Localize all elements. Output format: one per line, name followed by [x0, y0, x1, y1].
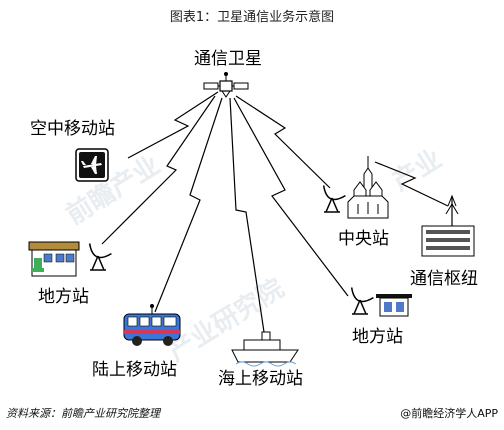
dish-icon [88, 243, 112, 271]
sea-station-label: 海上移动站 [218, 369, 303, 389]
ground-station-right-label: 地方站 [352, 327, 403, 347]
bus-icon [123, 304, 181, 346]
ground-station-left-label: 地方站 [38, 287, 89, 307]
figure-title: 图表1：卫星通信业务示意图 [169, 10, 335, 25]
building-with-antenna-icon [421, 194, 475, 257]
links [101, 91, 449, 333]
air-station-label: 空中移动站 [30, 119, 115, 139]
link-central-hub [374, 161, 449, 207]
satellite-label: 通信卫星 [194, 49, 262, 69]
house-with-dish-icon [28, 241, 80, 277]
link-land [154, 97, 223, 313]
link-central [235, 95, 331, 189]
brand-credit: @前瞻经济学人APP [400, 407, 498, 420]
land-station-label: 陆上移动站 [92, 360, 177, 380]
ship-icon [231, 331, 299, 367]
link-ground-left [101, 95, 216, 245]
cathedral-icon [347, 156, 389, 219]
link-sea [229, 97, 265, 333]
link-air [127, 91, 219, 159]
source-note: 资料来源：前瞻产业研究院整理 [6, 407, 160, 420]
hub-label: 通信枢纽 [410, 269, 478, 289]
dish-icon [350, 287, 374, 315]
building-icon [376, 294, 412, 317]
dish-icon [322, 185, 346, 213]
link-ground-right [233, 97, 349, 297]
central-station-label: 中央站 [338, 229, 389, 249]
satellite-icon [203, 72, 249, 98]
airplane-icon [75, 148, 109, 182]
